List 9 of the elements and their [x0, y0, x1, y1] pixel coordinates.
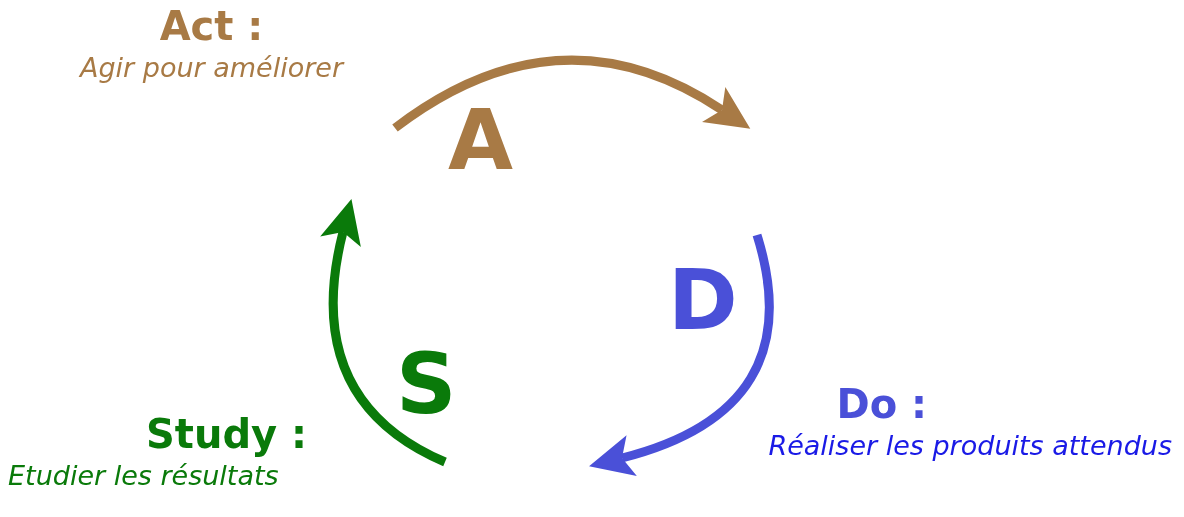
phase-title: Act :: [159, 2, 264, 50]
phase-description: Agir pour améliorer: [80, 51, 344, 85]
phase-description: Etudier les résultats: [8, 459, 279, 493]
phase-description: Réaliser les produits attendus: [768, 429, 1172, 463]
phase-letter: A: [448, 98, 513, 182]
phase-title: Do :: [836, 380, 928, 428]
phase-letter: D: [668, 258, 738, 342]
phase-title: Study :: [146, 410, 308, 458]
phase-letter: S: [396, 342, 457, 426]
